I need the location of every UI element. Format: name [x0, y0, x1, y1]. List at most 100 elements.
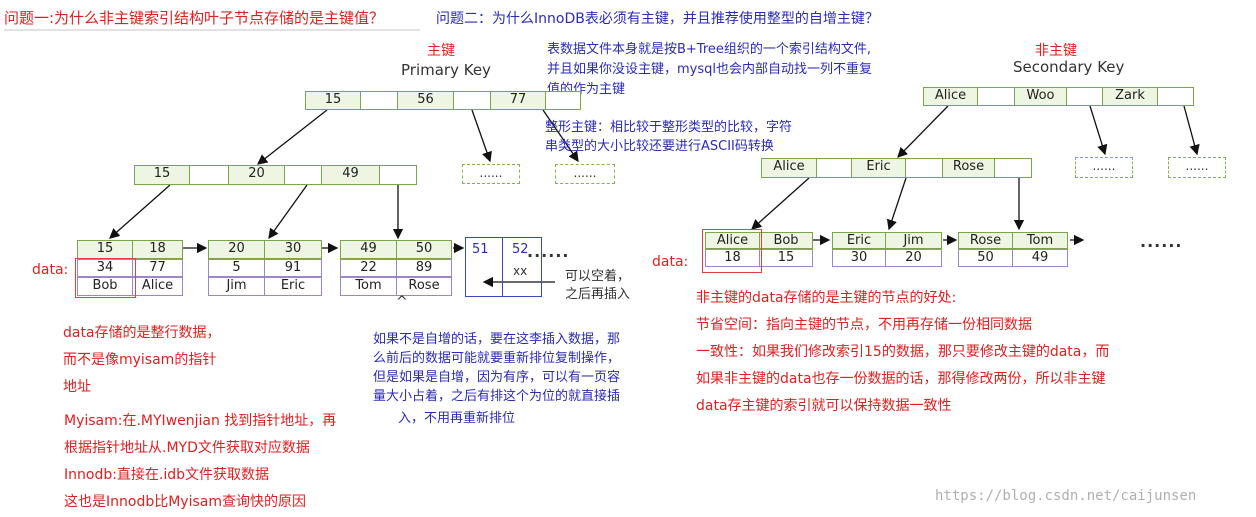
pk-mid-key: 15 [134, 165, 190, 185]
sk-root-key: Zark [1102, 87, 1158, 106]
sk-mid-key: Alice [761, 158, 817, 178]
sk-leaf-key: Alice [705, 232, 760, 249]
pk-leaf-data: Bob [77, 277, 133, 296]
pk-leaf-data: 22 [340, 259, 397, 277]
pk-arrow-root-to-ph1 [471, 109, 492, 163]
data-note-line: 地址 [63, 379, 91, 395]
sk-leaf-key: Tom [1012, 232, 1068, 249]
sk-root-pointer [977, 87, 1015, 106]
insert-note-line: 如果不是自增的话，要在这李插入数据，那 [373, 332, 621, 347]
empty-note-line: 可以空着， [565, 269, 631, 284]
int-key-note: 整形主键：相比较于整形类型的比较，字符 串类型的大小比较还要进行ASCII码转换 [545, 118, 792, 156]
pk-leaf-key: 49 [340, 240, 397, 259]
empty-note: 可以空着， 之后再插入 [565, 268, 630, 304]
pk-leaf-data: 77 [132, 259, 183, 277]
sk-note-line: 一致性：如果我们修改索引15的数据，那只要修改主键的data，而 [696, 344, 1110, 360]
highlight-box [75, 258, 136, 298]
pk-mid-key: 20 [228, 165, 285, 185]
pk-leaf-data: 34 [77, 259, 133, 277]
sk-leaf-key: Bob [759, 232, 813, 249]
highlight-box [702, 229, 762, 273]
question-two: 问题二：为什么InnoDB表必须有主键，并且推荐使用整型的自增主键？ [436, 11, 879, 27]
new-page-divider [502, 237, 503, 297]
pk-mid-pointer [379, 165, 417, 185]
pk-arrow-root-to-mid [256, 109, 328, 165]
pk-leaf-key: 18 [132, 240, 183, 259]
insert-note-line: 量大小占着，之后有排这个为位的就直接插 [373, 389, 621, 404]
pk-arrow-mid-to-leaf2 [268, 184, 308, 240]
sk-arrow-root-to-ph2 [1183, 105, 1200, 156]
pk-mid-pointer [284, 165, 322, 185]
pk-leaf-data: Eric [264, 277, 322, 296]
pk-arrow-root-to-ph2 [542, 109, 579, 163]
sk-placeholder-node: ...... [1075, 157, 1133, 178]
sk-note-line: 节省空间：指向主键的节点，不用再存储一份相同数据 [696, 317, 1032, 333]
pk-placeholder-node: ...... [462, 164, 520, 184]
pk-root-key: 56 [397, 91, 454, 110]
myisam-note-line: Innodb:直接在.idb文件获取数据 [64, 467, 270, 483]
myisam-note-line: 根据指针地址从.MYD文件获取对应数据 [64, 440, 310, 456]
pk-leaf-key: 15 [77, 240, 133, 259]
sk-leaf-data: 50 [958, 249, 1013, 267]
pk-leaf-key: 50 [396, 240, 452, 259]
sk-placeholder-node: ...... [1168, 157, 1226, 178]
pk-root-key: 77 [490, 91, 546, 110]
sk-more-dots: ...... [1140, 232, 1183, 251]
insert-note-line: 么前后的数据可能就要重新排位复制操作， [373, 351, 621, 366]
myisam-note: Myisam:在.MYIwenjian 找到指针地址，再 根据指针地址从.MYD… [64, 408, 336, 516]
new-page-key: 51 [472, 242, 489, 257]
sk-title-en: Secondary Key [1013, 58, 1125, 76]
sk-note-line: data存主键的索引就可以保持数据一致性 [696, 398, 952, 414]
pk-root-pointer [453, 91, 491, 110]
data-note: data存储的是整行数据， 而不是像myisam的指针 地址 [63, 320, 221, 401]
pk-note-line: 并且如果你没设主键，mysql也会内部自动找一列不重复 [547, 62, 872, 77]
data-note-line: data存储的是整行数据， [63, 325, 221, 341]
int-note-line: 串类型的大小比较还要进行ASCII码转换 [545, 139, 774, 154]
sk-title-cn: 非主键 [1035, 43, 1077, 59]
sk-mid-key: Rose [942, 158, 995, 178]
sk-leaf-data: 30 [832, 249, 886, 267]
pk-leaf-data: Jim [208, 277, 265, 296]
pk-more-dots: ...... [527, 242, 570, 261]
sk-leaf-data: 49 [1012, 249, 1068, 267]
pk-root-key: 15 [305, 91, 361, 110]
sk-mid-key: Eric [851, 158, 906, 178]
new-page-value: xx [513, 264, 528, 278]
sk-root-key: Alice [923, 87, 978, 106]
sk-mid-pointer [816, 158, 852, 178]
pk-leaf-data: 5 [208, 259, 265, 277]
sk-note-line: 非主键的data存储的是主键的节点的好处: [696, 290, 957, 306]
insert-note-last: 入，不用再重新排位 [398, 411, 516, 426]
sk-note: 非主键的data存储的是主键的节点的好处: 节省空间：指向主键的节点，不用再存储… [696, 285, 1109, 420]
empty-note-line: 之后再插入 [565, 287, 631, 302]
sk-leaf-key: Rose [958, 232, 1013, 249]
pk-note-line: 值的作为主键 [547, 82, 626, 97]
pk-leaf-data: Alice [132, 277, 183, 296]
data-note-line: 而不是像myisam的指针 [63, 352, 217, 368]
pk-leaf-key: 30 [264, 240, 322, 259]
pk-note-line: 表数据文件本身就是按B+Tree组织的一个索引结构文件, [547, 42, 872, 57]
sk-leaf-key: Eric [832, 232, 886, 249]
sk-arrow-mid-to-leaf2 [886, 177, 907, 231]
pk-leaf-data: Rose [396, 277, 452, 296]
pk-note: 表数据文件本身就是按B+Tree组织的一个索引结构文件, 并且如果你没设主键，m… [547, 40, 872, 100]
pk-leaf-data: Tom [340, 277, 397, 296]
new-page-box [465, 237, 542, 297]
insert-caret: ^ [396, 294, 408, 310]
pk-title-cn: 主键 [427, 43, 455, 59]
pk-leaf-data: 89 [396, 259, 452, 277]
myisam-note-line: 这也是Innodb比Myisam查询快的原因 [64, 494, 306, 510]
sk-root-key: Woo [1014, 87, 1067, 106]
pk-root-pointer [545, 91, 581, 110]
pk-mid-pointer [189, 165, 229, 185]
sk-note-line: 如果非主键的data也存一份数据的话，那得修改两份，所以非主键 [696, 371, 1106, 387]
data-label: data: [32, 262, 69, 278]
pk-leaf-data: 91 [264, 259, 322, 277]
sk-arrow-mid-to-leaf1 [751, 177, 810, 230]
sk-mid-pointer [994, 158, 1032, 178]
watermark: https://blog.csdn.net/caijunsen [935, 488, 1197, 504]
pk-mid-key: 49 [321, 165, 380, 185]
sk-leaf-data: 18 [705, 249, 760, 267]
sk-root-pointer [1157, 87, 1194, 106]
